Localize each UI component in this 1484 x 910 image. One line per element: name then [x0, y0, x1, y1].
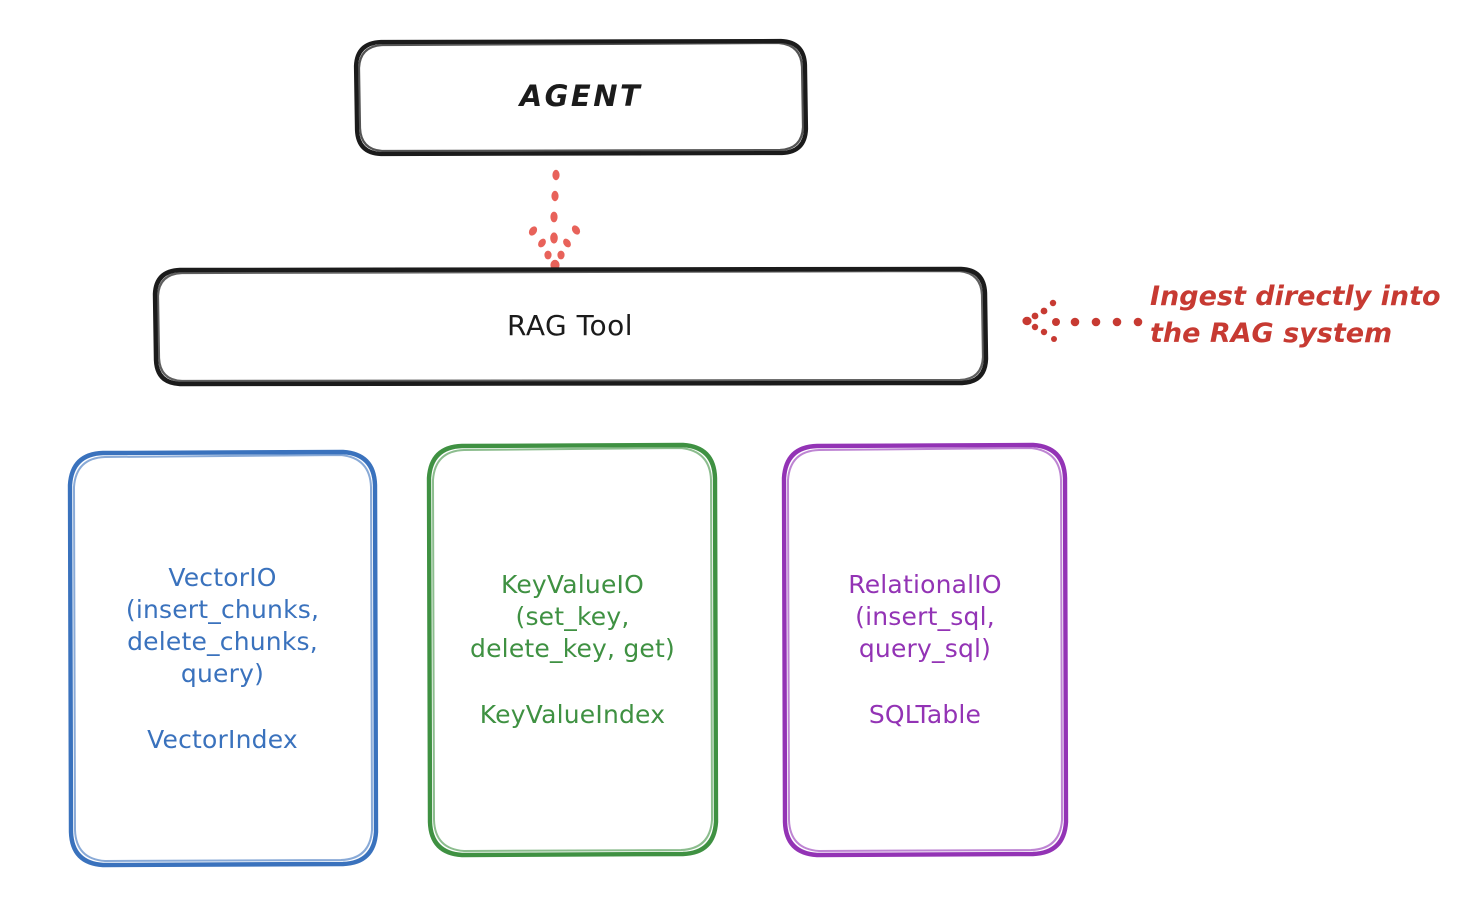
relational-io-label: RelationalIO (insert_sql, query_sql)	[848, 570, 1002, 663]
ingest-arrow-connector	[1022, 299, 1143, 342]
vector-io-node[interactable]: VectorIO (insert_chunks, delete_chunks, …	[70, 452, 375, 865]
relational-io-node[interactable]: RelationalIO (insert_sql, query_sql) SQL…	[785, 445, 1065, 855]
agent-to-rag-connector	[528, 169, 581, 271]
ingest-annotation-text: Ingest directly into the RAG system	[1150, 281, 1441, 350]
key-value-io-label: KeyValueIO (set_key, delete_key, get)	[470, 570, 675, 663]
rag-tool-node[interactable]: RAG Tool	[155, 269, 985, 383]
vector-io-label: VectorIO (insert_chunks, delete_chunks, …	[125, 562, 320, 688]
key-value-io-node[interactable]: KeyValueIO (set_key, delete_key, get) Ke…	[430, 445, 715, 855]
relational-io-box-outline	[781, 442, 1069, 858]
key-value-io-box-outline	[426, 442, 719, 858]
agent-label: AGENT	[519, 79, 643, 114]
agent-node[interactable]: AGENT	[357, 41, 805, 153]
key-value-index-label: KeyValueIndex	[479, 700, 666, 729]
agent-box-outline	[353, 38, 809, 157]
rag-tool-box-outline	[152, 266, 989, 387]
rag-tool-label: RAG Tool	[507, 309, 633, 343]
vector-index-label: VectorIndex	[147, 724, 298, 754]
sql-table-label: SQLTable	[868, 700, 982, 729]
vector-io-box-outline	[67, 449, 379, 868]
